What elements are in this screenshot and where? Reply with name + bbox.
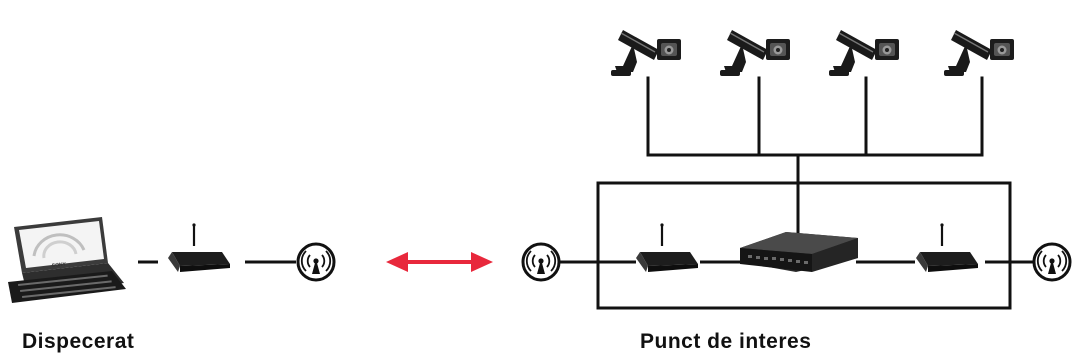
site-enclosure <box>596 181 1012 310</box>
laptop-brand-text: SONY <box>52 261 67 269</box>
cctv-camera-icon <box>828 29 900 77</box>
cctv-camera-icon <box>610 29 682 77</box>
antenna-icon <box>296 242 336 282</box>
antenna-icon <box>1032 242 1072 282</box>
bidirectional-arrow-icon <box>386 252 493 272</box>
laptop-icon: SONY <box>8 217 126 303</box>
antenna-icon <box>521 242 561 282</box>
wireless-router-icon <box>634 222 700 274</box>
network-switch-icon <box>740 232 858 272</box>
camera-bus <box>646 76 984 235</box>
point-of-interest-label: Punct de interes <box>640 330 812 353</box>
cctv-camera-icon <box>943 29 1015 77</box>
cctv-camera-icon <box>719 29 791 77</box>
dispatch-label: Dispecerat <box>22 330 135 353</box>
wireless-router-icon <box>166 222 232 274</box>
wireless-router-icon <box>914 222 980 274</box>
